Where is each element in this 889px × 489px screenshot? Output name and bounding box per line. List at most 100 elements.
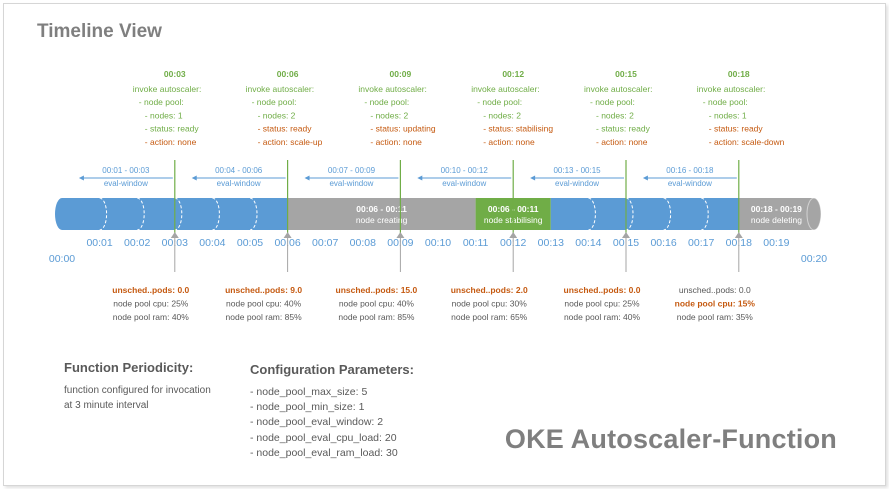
metric-line: node pool ram: 40% (564, 312, 641, 322)
metric-line: node pool ram: 85% (226, 312, 303, 322)
metric-line: unsched..pods: 0.0 (679, 285, 751, 295)
eval-window-label: eval-window (104, 179, 148, 188)
invocation-detail: - action: scale-down (709, 137, 785, 147)
metric-line: unsched..pods: 2.0 (451, 285, 528, 295)
invocation-detail: - status: stabilising (483, 124, 553, 134)
eval-window-label: eval-window (442, 179, 486, 188)
metric-line: node pool cpu: 25% (564, 299, 640, 309)
eval-window-arrowhead (417, 175, 423, 181)
invocation-time: 00:15 (615, 69, 637, 79)
brand-title: OKE Autoscaler-Function (504, 424, 837, 454)
metric-line: unsched..pods: 0.0 (564, 285, 641, 295)
invocation-detail: - nodes: 2 (370, 110, 408, 120)
invocation-detail: invoke autoscaler: (358, 84, 427, 94)
metric-line: node pool cpu: 25% (113, 299, 189, 309)
timeline-segment (738, 198, 814, 230)
axis-tick-label: 00:17 (688, 237, 714, 249)
periodicity-heading: Function Periodicity: (64, 360, 194, 375)
eval-window-range: 00:10 - 00:12 (441, 166, 489, 175)
invocation-detail: - status: ready (709, 124, 764, 134)
axis-tick-label: 00:08 (350, 237, 376, 249)
eval-window-arrowhead (78, 175, 84, 181)
invocation-detail: - status: ready (258, 124, 313, 134)
invocation-detail: invoke autoscaler: (697, 84, 766, 94)
segment-label-line2: node creating (356, 215, 408, 225)
invocation-detail: - node pool: (139, 97, 184, 107)
page-title: Timeline View (37, 21, 162, 42)
minute-divider (249, 197, 258, 231)
axis-tick-label: 00:07 (312, 237, 338, 249)
invocation-detail: - node pool: (252, 97, 297, 107)
axis-tick-label: 00:20 (801, 253, 827, 265)
eval-window-arrowhead (304, 175, 310, 181)
config-heading: Configuration Parameters: (250, 362, 414, 377)
invocation-detail: - action: scale-up (258, 137, 323, 147)
invocation-marker (509, 232, 518, 238)
axis-tick-label: 00:02 (124, 237, 150, 249)
eval-window-range: 00:16 - 00:18 (666, 166, 714, 175)
invocation-detail: - nodes: 2 (596, 110, 634, 120)
minute-divider (212, 197, 220, 231)
invocation-detail: - nodes: 2 (258, 110, 296, 120)
invocation-detail: - action: none (370, 137, 422, 147)
eval-window-label: eval-window (555, 179, 599, 188)
invocation-detail: - nodes: 1 (709, 110, 747, 120)
config-param: - node_pool_max_size: 5 (250, 386, 368, 398)
periodicity-line-2: at 3 minute interval (64, 400, 149, 411)
invocation-detail: - action: none (145, 137, 197, 147)
invocation-marker (622, 232, 630, 238)
invocation-time: 00:06 (277, 69, 299, 79)
metric-line: node pool ram: 35% (677, 312, 754, 322)
invocation-time: 00:03 (164, 69, 186, 79)
invocation-detail: invoke autoscaler: (471, 84, 540, 94)
invocation-detail: - node pool: (590, 97, 635, 107)
axis-tick-label: 00:11 (463, 237, 489, 249)
metric-line: node pool cpu: 15% (675, 299, 756, 309)
metric-line: unsched..pods: 15.0 (336, 285, 418, 295)
periodicity-line-1: function configured for invocation (64, 385, 211, 396)
invocation-detail: - node pool: (477, 97, 522, 107)
axis-tick-label: 00:19 (763, 237, 789, 249)
eval-window-label: eval-window (668, 179, 712, 188)
config-param: - node_pool_eval_window: 2 (250, 416, 384, 429)
invocation-detail: - status: ready (145, 124, 200, 134)
metric-line: unsched..pods: 9.0 (225, 285, 302, 295)
axis-tick-label: 00:04 (199, 237, 225, 249)
eval-window-range: 00:07 - 00:09 (328, 166, 376, 175)
invocation-detail: invoke autoscaler: (133, 84, 202, 94)
eval-window-arrowhead (642, 175, 648, 181)
eval-window-range: 00:13 - 00:15 (553, 166, 601, 175)
axis-tick-label: 00:00 (49, 253, 75, 265)
minute-divider (588, 197, 596, 231)
invocation-detail: - action: none (483, 137, 535, 147)
config-param: - node_pool_eval_ram_load: 30 (250, 446, 398, 459)
cylinder-right-rim (806, 197, 822, 231)
axis-tick-label: 00:01 (86, 237, 112, 249)
invocation-detail: - node pool: (703, 97, 748, 107)
invocation-marker (396, 232, 405, 238)
invocation-detail: - node pool: (364, 97, 409, 107)
invocation-detail: invoke autoscaler: (584, 84, 653, 94)
cylinder-right-cap (807, 198, 821, 230)
minute-divider (137, 197, 145, 231)
eval-window-range: 00:04 - 00:06 (215, 166, 263, 175)
metric-line: node pool ram: 85% (338, 312, 415, 322)
invocation-marker (283, 232, 292, 238)
invocation-detail: - nodes: 2 (483, 110, 521, 120)
segment-label-line2: node deleting (751, 215, 802, 225)
invocation-detail: - nodes: 1 (145, 110, 183, 120)
invocation-time: 00:12 (502, 69, 524, 79)
config-param-list: - node_pool_max_size: 5 - node_pool_min_… (250, 385, 398, 461)
axis-tick-label: 00:14 (575, 237, 601, 249)
metric-line: node pool cpu: 40% (226, 299, 302, 309)
eval-window-label: eval-window (329, 179, 373, 188)
timeline-segment (550, 198, 739, 230)
invocation-marker (170, 232, 179, 238)
metric-line: node pool ram: 65% (451, 312, 528, 322)
config-param: - node_pool_min_size: 1 (250, 401, 365, 414)
invocation-marker (734, 232, 743, 238)
segment-label-line1: 00:06 - 00:11 (356, 204, 407, 214)
segment-label-line1: 00:18 - 00:19 (751, 204, 802, 214)
invocation-detail: - action: none (596, 137, 648, 147)
